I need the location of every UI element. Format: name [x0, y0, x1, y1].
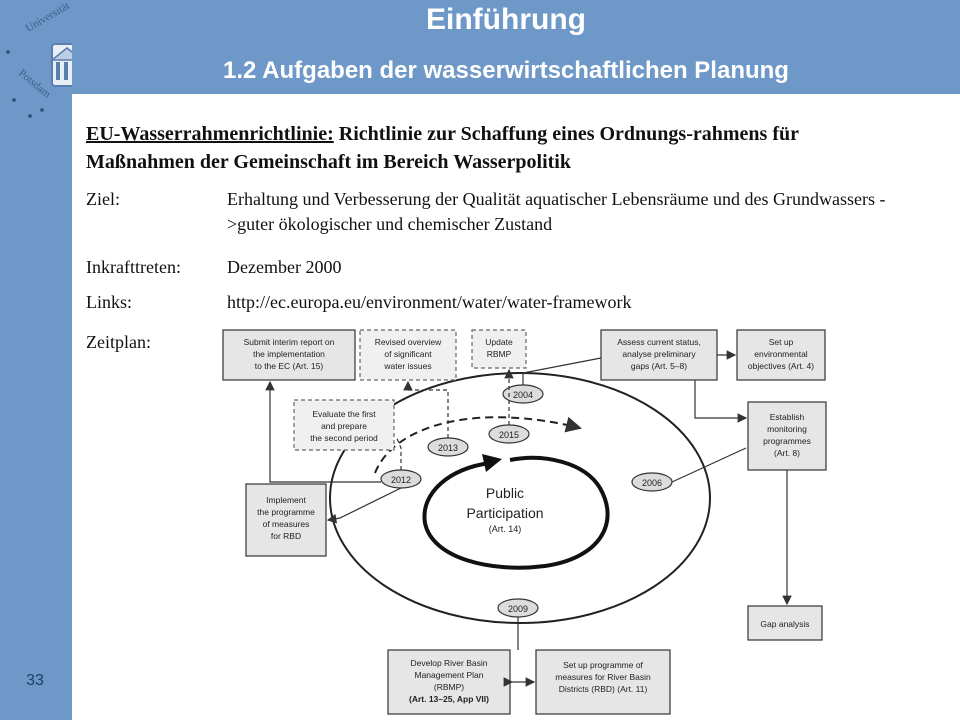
university-logo: Universität Potsdam [6, 0, 72, 118]
participation-circle [422, 455, 610, 570]
box-programme-measures: Set up programme of measures for River B… [535, 649, 671, 715]
box-implement: Implement the programme of measures for … [245, 483, 327, 557]
year-badge-2013: 2013 [427, 437, 469, 457]
year-badge-2015: 2015 [488, 424, 530, 444]
svg-text:Potsdam: Potsdam [16, 67, 53, 101]
row-label: Links: [86, 292, 133, 312]
svg-text:Submit interim report on: Submit interim report on [244, 337, 335, 347]
svg-text:monitoring: monitoring [767, 424, 807, 434]
slide-subtitle: 1.2 Aufgaben der wasserwirtschaftlichen … [223, 57, 789, 84]
svg-text:2012: 2012 [391, 475, 411, 485]
svg-text:of measures: of measures [263, 519, 310, 529]
center-line-2: Participation [466, 505, 543, 521]
year-badge-2006: 2006 [631, 472, 673, 492]
box-assess-status: Assess current status, analyse prelimina… [600, 329, 718, 381]
svg-text:Revised overview: Revised overview [375, 337, 442, 347]
directive-term: EU-Wasserrahmenrichtlinie: [86, 123, 334, 145]
row-value: Erhaltung und Verbesserung der Qualität … [227, 189, 886, 234]
svg-text:water issues: water issues [383, 361, 431, 371]
svg-text:Gap analysis: Gap analysis [760, 619, 809, 629]
box-develop-rbmp: Develop River Basin Management Plan (RBM… [387, 649, 511, 715]
svg-text:of significant: of significant [384, 349, 432, 359]
svg-text:the programme: the programme [257, 507, 315, 517]
row-label: Ziel: [86, 189, 120, 209]
row-label: Inkrafttreten: [86, 257, 181, 277]
svg-text:Universität: Universität [24, 0, 72, 35]
svg-text:to the EC (Art. 15): to the EC (Art. 15) [255, 361, 324, 371]
svg-text:2009: 2009 [508, 604, 528, 614]
center-sub: (Art. 14) [489, 524, 522, 534]
svg-text:the second period: the second period [310, 433, 378, 443]
svg-text:(Art. 13–25, App VII): (Art. 13–25, App VII) [409, 694, 489, 704]
svg-text:gaps (Art. 5–8): gaps (Art. 5–8) [631, 361, 687, 371]
svg-text:and prepare: and prepare [321, 421, 367, 431]
directive-description: Richtlinie zur Schaffung eines Ordnungs-… [86, 123, 799, 173]
row-value: Dezember 2000 [227, 257, 342, 277]
svg-text:(RBMP): (RBMP) [434, 682, 464, 692]
participation-arrowhead [482, 454, 502, 472]
svg-text:2013: 2013 [438, 443, 458, 453]
directive-heading: EU-Wasserrahmenrichtlinie: Richtlinie zu… [86, 120, 906, 176]
year-badge-2009: 2009 [497, 598, 539, 618]
svg-text:measures for River Basin: measures for River Basin [555, 672, 651, 682]
svg-text:Districts (RBD) (Art. 11): Districts (RBD) (Art. 11) [559, 684, 648, 694]
cycle-ellipse [329, 372, 711, 624]
box-update-rbmp: Update RBMP [471, 329, 527, 369]
box-evaluate: Evaluate the first and prepare the secon… [293, 399, 395, 451]
connectors [265, 350, 792, 687]
svg-text:environmental: environmental [754, 349, 808, 359]
year-badge-2012: 2012 [380, 469, 422, 489]
svg-text:Set up: Set up [769, 337, 794, 347]
box-revised-overview: Revised overview of significant water is… [359, 329, 457, 381]
svg-text:Establish: Establish [770, 412, 805, 422]
title-bar [72, 0, 960, 94]
left-sidebar [0, 0, 72, 720]
svg-text:for RBD: for RBD [271, 531, 301, 541]
svg-text:Management Plan: Management Plan [415, 670, 484, 680]
wfd-timeline-diagram: Public Participation (Art. 14) 2004 2006… [222, 329, 827, 715]
svg-text:Assess current status,: Assess current status, [617, 337, 701, 347]
svg-text:programmes: programmes [763, 436, 811, 446]
box-set-up-objectives: Set up environmental objectives (Art. 4) [736, 329, 826, 381]
svg-text:objectives (Art. 4): objectives (Art. 4) [748, 361, 814, 371]
center-line-1: Public [486, 485, 524, 501]
svg-text:Update: Update [485, 337, 513, 347]
box-gap-analysis: Gap analysis [747, 605, 823, 641]
link-url[interactable]: http://ec.europa.eu/environment/water/wa… [227, 292, 632, 312]
svg-text:RBMP: RBMP [487, 349, 512, 359]
svg-text:Develop River Basin: Develop River Basin [410, 658, 487, 668]
svg-text:the implementation: the implementation [253, 349, 325, 359]
svg-text:Set up programme of: Set up programme of [563, 660, 643, 670]
page-number: 33 [26, 672, 44, 689]
svg-text:Implement: Implement [266, 495, 306, 505]
svg-text:2006: 2006 [642, 478, 662, 488]
slide-title: Einführung [426, 3, 586, 36]
svg-text:2004: 2004 [513, 390, 533, 400]
svg-text:Evaluate the first: Evaluate the first [312, 409, 376, 419]
svg-text:(Art. 8): (Art. 8) [774, 448, 800, 458]
svg-text:2015: 2015 [499, 430, 519, 440]
box-monitoring: Establish monitoring programmes (Art. 8) [747, 401, 827, 471]
svg-text:analyse preliminary: analyse preliminary [622, 349, 696, 359]
row-label: Zeitplan: [86, 332, 151, 352]
box-interim-report: Submit interim report on the implementat… [222, 329, 356, 381]
